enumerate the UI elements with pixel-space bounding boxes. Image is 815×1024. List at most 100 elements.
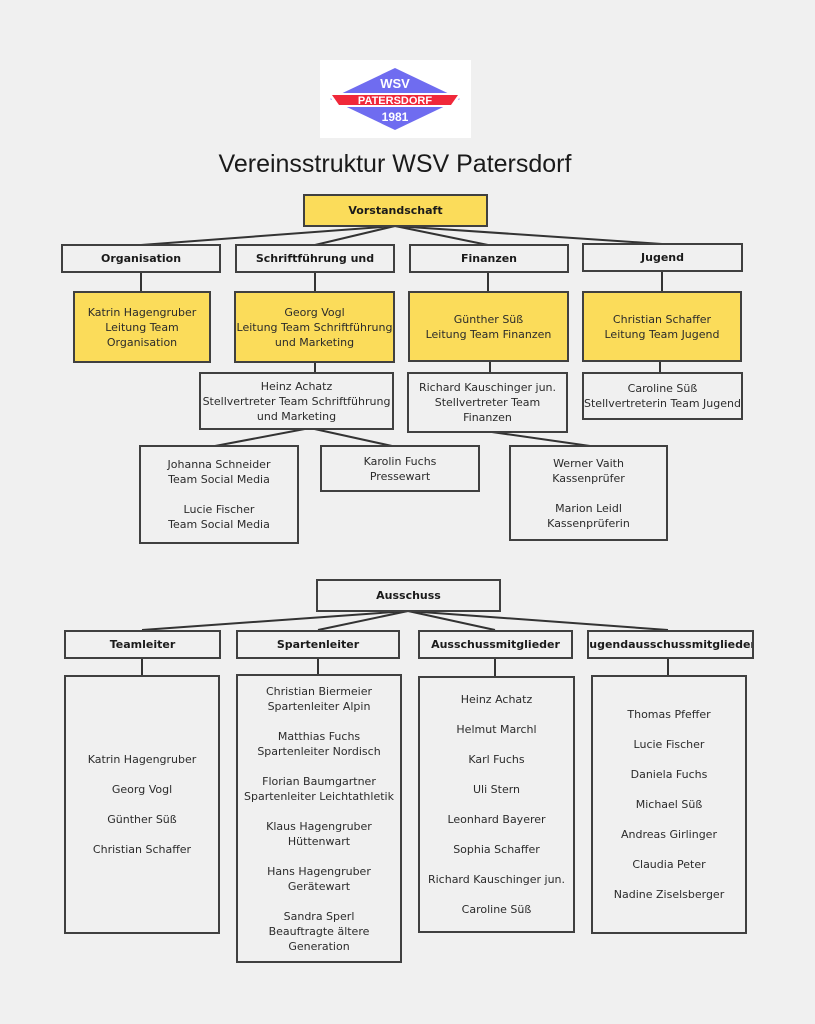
group-label: Teamleiter <box>109 638 176 651</box>
ausschussmitglieder-list: Heinz Achatz Helmut Marchl Karl Fuchs Ul… <box>418 676 575 933</box>
department-organisation: Organisation <box>61 244 221 273</box>
person-name: Florian Baumgartner <box>262 774 376 788</box>
list-item: Florian Baumgartner Spartenleiter Leicht… <box>244 774 394 804</box>
connector-line <box>141 610 409 631</box>
list-item: Uli Stern <box>472 783 521 796</box>
deputy-jugend: Caroline Süß Stellvertreterin Team Jugen… <box>582 372 743 420</box>
spartenleiter-list: Christian Biermeier Spartenleiter Alpin … <box>236 674 402 963</box>
lead-organisation: Katrin Hagengruber Leitung Team Organisa… <box>73 291 211 363</box>
person-name: Caroline Süß <box>627 382 698 395</box>
list-item: Heinz Achatz <box>460 693 533 706</box>
list-item: Karl Fuchs <box>468 753 525 766</box>
kassenpruefer-box: Werner Vaith Kassenprüfer Marion Leidl K… <box>509 445 668 541</box>
jugendausschussmitglieder-list: Thomas Pfeffer Lucie Fischer Daniela Fuc… <box>591 675 747 934</box>
list-item: Sandra Sperl Beauftragte ältere Generati… <box>269 909 370 954</box>
person-role: Hüttenwart <box>287 834 351 848</box>
person-name: Johanna Schneider <box>167 458 271 471</box>
group-teamleiter: Teamleiter <box>64 630 221 659</box>
person-role: Team Social Media <box>168 518 270 531</box>
list-item: Klaus Hagengruber Hüttenwart <box>266 819 372 849</box>
person-role: Stellvertreter Team Schriftführung <box>202 394 391 408</box>
connector-line <box>484 430 591 447</box>
person-role: Leitung Team <box>105 320 179 334</box>
list-item: Christian Schaffer <box>92 843 192 856</box>
person-role: Stellvertreterin Team Jugend <box>584 397 741 410</box>
person-name: Katrin Hagengruber <box>87 305 197 319</box>
list-item: Helmut Marchl <box>456 723 537 736</box>
logo-band-shape <box>332 95 458 105</box>
person-name: Günther Süß <box>453 312 524 326</box>
list-item: Katrin Hagengruber <box>87 753 197 766</box>
list-item: Lucie Fischer <box>633 738 705 751</box>
person-role: Organisation <box>106 335 178 349</box>
deputy-schriftfuehrung: Heinz Achatz Stellvertreter Team Schrift… <box>199 372 394 430</box>
person-name: Klaus Hagengruber <box>266 819 372 833</box>
person-name: Christian Schaffer <box>612 312 712 326</box>
person-name: Christian Biermeier <box>265 684 373 698</box>
connector-line <box>314 225 396 246</box>
list-item: Nadine Ziselsberger <box>613 888 725 901</box>
group-ausschussmitglieder: Ausschussmitglieder <box>418 630 573 659</box>
list-item: Hans Hagengruber Gerätewart <box>267 864 371 894</box>
person-role: Kassenprüferin <box>547 516 630 530</box>
person-role: und Marketing <box>256 409 337 423</box>
group-label: Spartenleiter <box>276 638 360 651</box>
department-finanzen: Finanzen <box>409 244 569 273</box>
person-name: Heinz Achatz <box>260 379 333 393</box>
list-item: Leonhard Bayerer <box>447 813 546 826</box>
list-item: Thomas Pfeffer <box>627 708 711 721</box>
person-role: Leitung Team Schriftführung <box>236 320 393 334</box>
lead-jugend: Christian Schaffer Leitung Team Jugend <box>582 291 742 362</box>
person-name: Sandra Sperl <box>283 909 355 923</box>
person-name: Lucie Fischer <box>183 503 255 516</box>
ausschuss-box: Ausschuss <box>316 579 501 612</box>
person-role: Stellvertreter Team <box>434 396 541 409</box>
connector-line <box>394 225 489 246</box>
connector-line <box>317 610 409 631</box>
department-schriftfuehrung: Schriftführung und <box>235 244 395 273</box>
list-item: Daniela Fuchs <box>630 768 708 781</box>
person-role: und Marketing <box>274 335 355 349</box>
logo-diamond-icon: WSV PATERSDORF 1981 <box>324 64 466 134</box>
ausschuss-label: Ausschuss <box>376 589 441 602</box>
connector-line <box>394 225 663 245</box>
person-role: Leitung Team Jugend <box>604 327 720 341</box>
person-name: Werner Vaith <box>553 456 624 470</box>
logo-top-text: WSV <box>380 76 410 91</box>
vorstandschaft-box: Vorstandschaft <box>303 194 488 227</box>
person-role: Finanzen <box>463 411 512 424</box>
logo-year-text: 1981 <box>382 110 409 124</box>
department-label: Finanzen <box>460 252 518 265</box>
teamleiter-list: Katrin Hagengruber Georg Vogl Günther Sü… <box>64 675 220 934</box>
list-item: Michael Süß <box>635 798 703 811</box>
group-jugendausschussmitglieder: Jugendausschussmitglieder <box>587 630 754 659</box>
person-role: Spartenleiter Nordisch <box>257 744 381 758</box>
list-item: Caroline Süß <box>461 903 532 916</box>
person-role: Pressewart <box>369 469 431 483</box>
page-title: Vereinsstruktur WSV Patersdorf <box>218 150 572 178</box>
list-item: Claudia Peter <box>632 858 706 871</box>
list-item: Sophia Schaffer <box>453 843 540 856</box>
group-label: Ausschussmitglieder <box>431 638 560 651</box>
person-role: Spartenleiter Leichtathletik <box>244 789 394 803</box>
lead-schriftfuehrung: Georg Vogl Leitung Team Schriftführung u… <box>234 291 395 363</box>
connector-line <box>140 225 396 246</box>
person-name: Matthias Fuchs <box>277 729 361 743</box>
connector-line <box>214 427 311 447</box>
club-logo: WSV PATERSDORF 1981 <box>320 60 471 138</box>
department-label: Jugend <box>641 251 684 264</box>
person-role: Team Social Media <box>168 473 270 486</box>
connector-line <box>407 610 496 631</box>
person-name: Marion Leidl <box>555 501 622 515</box>
list-item: Günther Süß <box>107 813 177 826</box>
person-role: Leitung Team Finanzen <box>425 327 552 341</box>
list-item: Christian Biermeier Spartenleiter Alpin <box>266 684 372 714</box>
department-jugend: Jugend <box>582 243 743 272</box>
list-item: Matthias Fuchs Spartenleiter Nordisch <box>257 729 380 759</box>
connector-line <box>407 610 669 631</box>
department-label: Schriftführung und <box>255 252 375 265</box>
group-spartenleiter: Spartenleiter <box>236 630 400 659</box>
list-item: Andreas Girlinger <box>621 828 717 841</box>
person-role: Kassenprüfer <box>552 471 625 485</box>
